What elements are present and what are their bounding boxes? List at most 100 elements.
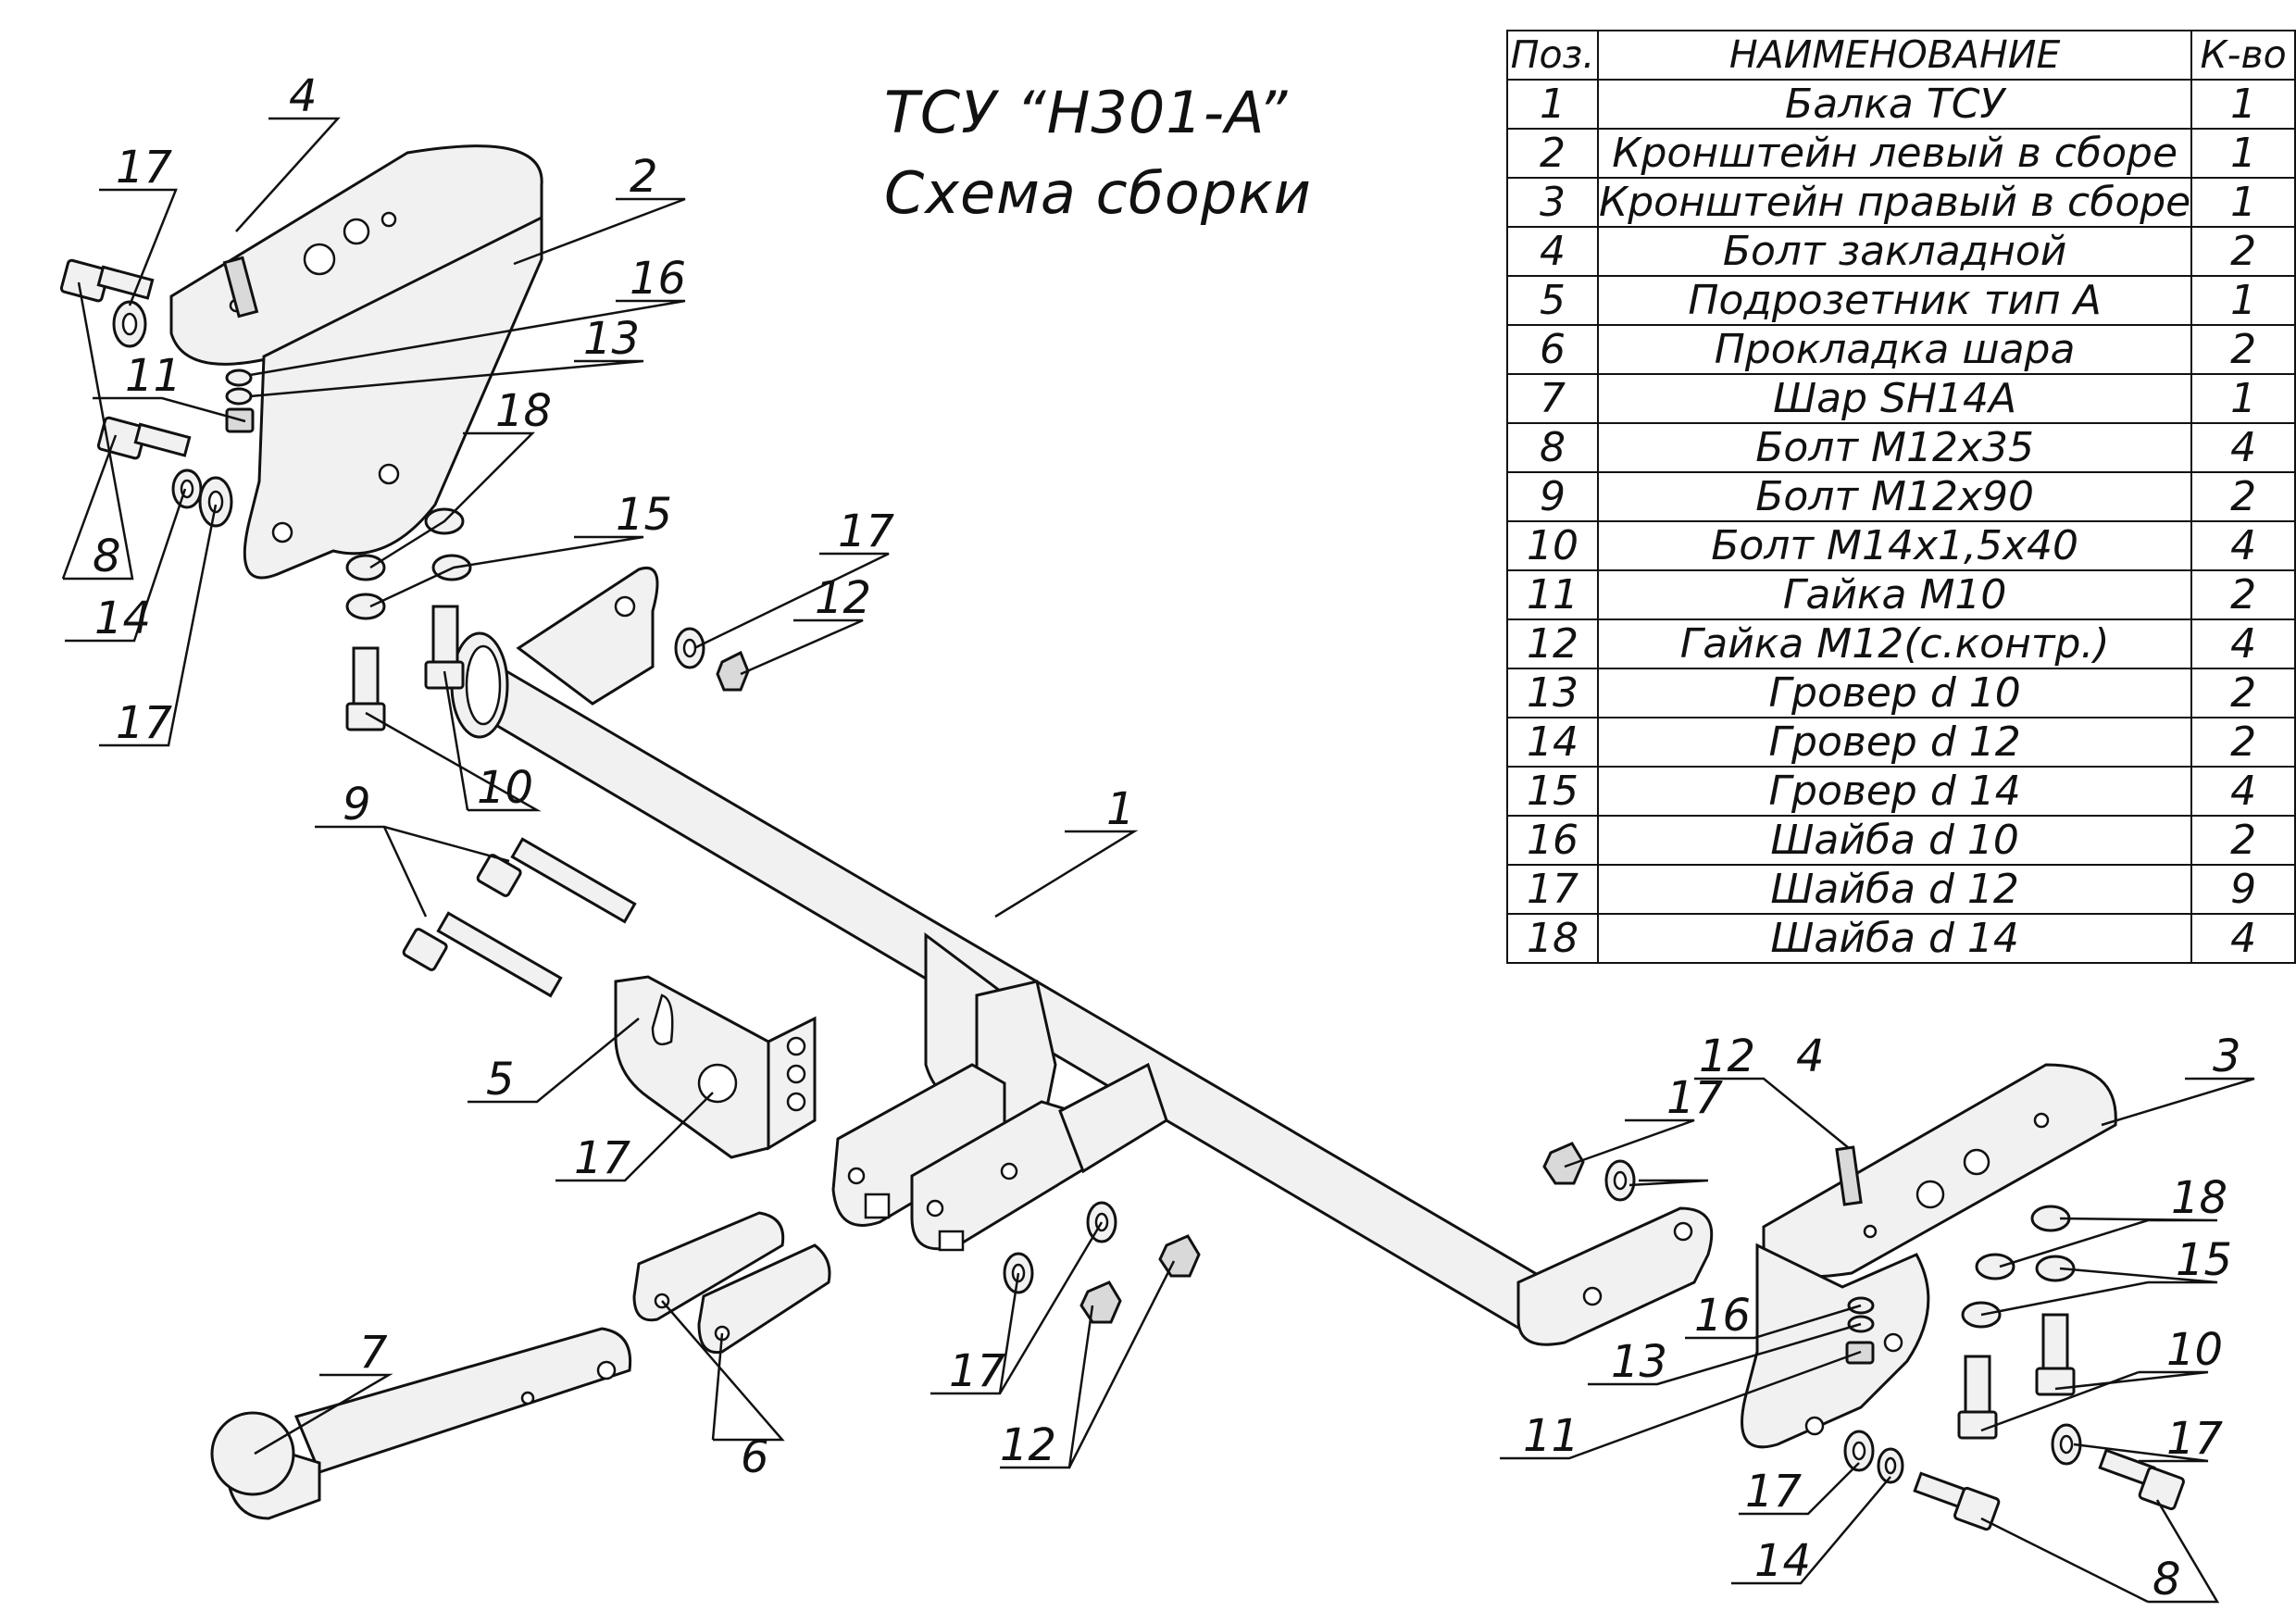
callout-label: 3 [2213,1031,2241,1082]
callout-label: 13 [1611,1336,1667,1388]
cell-position: 10 [1506,520,1599,571]
callout-label: 8 [2152,1554,2181,1605]
callout-label: 4 [289,70,318,122]
callout-label: 8 [93,531,121,582]
drawing-title: ТСУ “H301-A” [884,79,1289,146]
towbar-beam [450,567,1714,1346]
table-header-row: Поз. НАИМЕНОВАНИЕ К-во [1506,30,2296,81]
cell-name: Болт М12х35 [1596,422,2193,473]
cell-quantity: 1 [2190,79,2296,130]
cell-quantity: 4 [2190,766,2296,817]
callout-label: 18 [2171,1172,2227,1224]
callout-label: 17 [116,142,173,194]
callout-label: 16 [630,253,686,305]
callout-label: 16 [1694,1290,1751,1342]
cell-position: 2 [1506,128,1599,179]
cell-name: Болт закладной [1596,226,2193,277]
cell-quantity: 2 [2190,569,2296,620]
callout-label: 10 [2166,1324,2223,1376]
callout-label: 9 [343,779,371,831]
cell-position: 13 [1506,668,1599,718]
cell-quantity: 2 [2190,471,2296,522]
cell-position: 11 [1506,569,1599,620]
tow-ball [210,1327,632,1520]
callout-label: 17 [1745,1466,1803,1518]
cell-position: 6 [1506,324,1599,375]
cell-name: Шайба d 14 [1596,913,2193,964]
cell-name: Кронштейн левый в сборе [1596,128,2193,179]
cell-name: Подрозетник тип А [1596,275,2193,326]
ball-mount-bracket [831,932,1168,1252]
cell-quantity: 2 [2190,226,2296,277]
cell-name: Гайка М12(с.контр.) [1596,618,2193,669]
cell-quantity: 1 [2190,275,2296,326]
right-bracket-assembly [1741,1063,2117,1449]
cell-name: Болт М14х1,5х40 [1596,520,2193,571]
cell-name: Балка ТСУ [1596,79,2193,130]
callout-label: 10 [477,762,533,814]
cell-quantity: 1 [2190,177,2296,228]
socket-plate [614,975,817,1159]
cell-quantity: 2 [2190,668,2296,718]
callout-label: 4 [1796,1031,1825,1082]
cell-name: Шайба d 10 [1596,815,2193,866]
cell-position: 1 [1506,79,1599,130]
callout-label: 17 [1666,1072,1724,1124]
callout-label: 14 [94,593,151,644]
cell-name: Прокладка шара [1596,324,2193,375]
cell-quantity: 4 [2190,520,2296,571]
cell-position: 5 [1506,275,1599,326]
cell-quantity: 4 [2190,913,2296,964]
cell-name: Гровер d 14 [1596,766,2193,817]
cell-position: 4 [1506,226,1599,277]
cell-position: 7 [1506,373,1599,424]
cell-name: Гайка М10 [1596,569,2193,620]
cell-name: Шайба d 12 [1596,864,2193,915]
cell-quantity: 2 [2190,324,2296,375]
callout-label: 11 [1523,1410,1579,1462]
callout-label: 1 [1106,783,1135,835]
cell-position: 12 [1506,618,1599,669]
header-name: НАИМЕНОВАНИЕ [1596,30,2193,81]
callout-labels: 4 17 2 16 13 11 18 15 8 14 17 17 12 10 9… [93,70,2241,1605]
hardware-fasteners [59,256,2185,1531]
callout-label: 17 [838,506,895,557]
left-bracket-assembly [169,144,543,580]
cell-quantity: 4 [2190,618,2296,669]
cell-name: Гровер d 10 [1596,668,2193,718]
cell-position: 3 [1506,177,1599,228]
callout-label: 17 [116,697,173,749]
callout-label: 17 [574,1132,631,1184]
cell-quantity: 1 [2190,128,2296,179]
cell-name: Шар SH14A [1596,373,2193,424]
drawing-subtitle: Схема сборки [884,159,1312,227]
cell-position: 14 [1506,717,1599,768]
callout-label: 12 [815,572,871,624]
ball-spacers [632,1211,831,1355]
callout-label: 11 [125,350,181,402]
cell-name: Кронштейн правый в сборе [1596,177,2193,228]
cell-position: 17 [1506,864,1599,915]
header-quantity: К-во [2190,30,2296,81]
cell-name: Болт М12х90 [1596,471,2193,522]
cell-quantity: 9 [2190,864,2296,915]
cell-position: 8 [1506,422,1599,473]
